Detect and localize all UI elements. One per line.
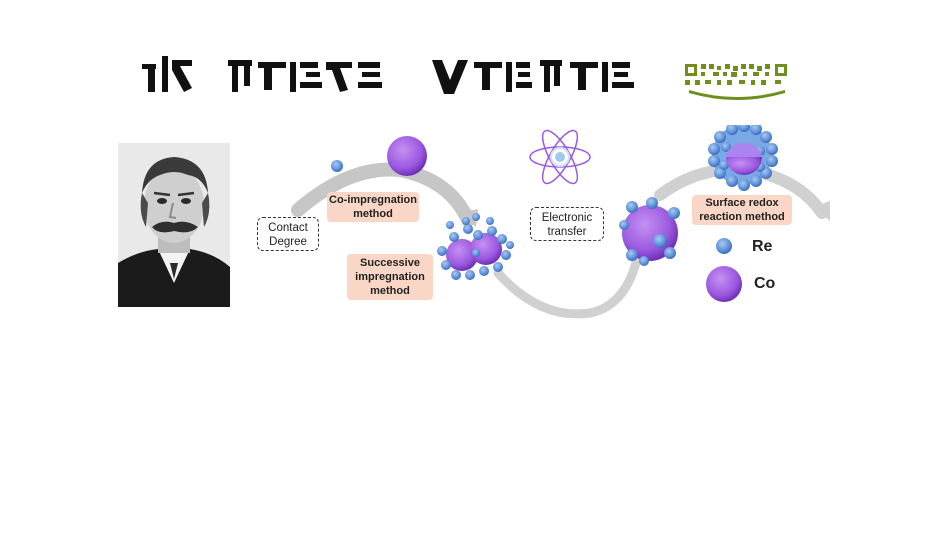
qr-code-logo	[685, 64, 787, 100]
co-atom-large	[387, 136, 427, 176]
legend-co-marker	[706, 266, 742, 302]
legend-co-label: Co	[754, 275, 776, 292]
portrait-image	[118, 143, 230, 307]
core-shell-particle	[708, 125, 778, 191]
surface-redox-label: Surface redox reaction method	[692, 195, 792, 225]
atom-icon	[529, 129, 591, 185]
legend-re-label: Re	[752, 238, 773, 255]
co-re-cluster	[437, 213, 514, 280]
re-atom-small	[331, 160, 343, 172]
title-artwork	[142, 56, 634, 94]
electronic-transfer-label: Electronic transfer	[530, 207, 604, 241]
successive-impregnation-label: Successive impregnation method	[347, 254, 433, 300]
process-diagram	[291, 125, 830, 319]
legend-re-marker	[716, 238, 732, 254]
co-with-re-particles	[619, 197, 680, 266]
contact-degree-label: Contact Degree	[257, 217, 319, 251]
co-impregnation-label: Co-impregnation method	[327, 192, 419, 222]
arc-arrow-bottom	[496, 244, 642, 316]
